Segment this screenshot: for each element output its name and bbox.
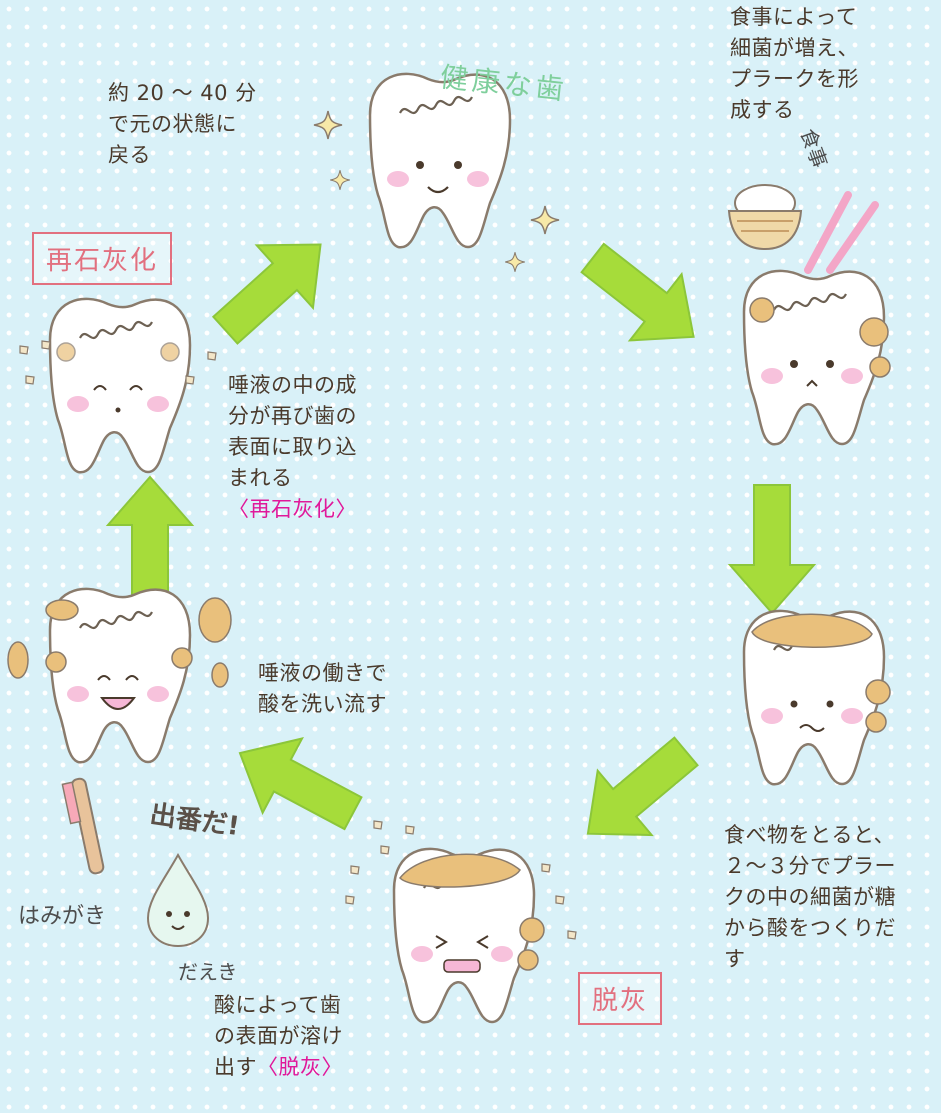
- arrow-top-right: [565, 223, 721, 371]
- step-reabsorb-tag: 〈再石灰化〉: [228, 497, 357, 521]
- tooth-healthy: [368, 72, 512, 249]
- sparkle-icon: [313, 110, 343, 140]
- demineralization-stamp: 脱灰: [578, 972, 663, 1025]
- saliva-drop-icon: [146, 852, 210, 948]
- step-wash-text: 唾液の働きで 酸を洗い流す: [258, 661, 387, 716]
- toothbrush-icon: [61, 777, 105, 875]
- arrow-top-left: [196, 212, 350, 363]
- tooth-plaque: [742, 269, 891, 446]
- arrow-left-up: [107, 476, 193, 606]
- chopsticks-icon: [804, 191, 879, 274]
- rice-bowl-icon: [727, 184, 803, 251]
- sparkle-icon: [530, 205, 560, 235]
- arrow-bottom-right: [559, 718, 714, 867]
- tooth-saliva: [45, 587, 193, 764]
- step-meal-text: 食事によって 細菌が増え、 プラークを形 成する: [730, 5, 859, 122]
- step-restore-text: 約 20 ～ 40 分 で元の状態に 戻る: [108, 81, 257, 167]
- arrow-bottom-left: [219, 714, 374, 852]
- step-reabsorb: 唾液の中の成 分が再び歯の 表面に取り込 まれる 〈再石灰化〉: [228, 370, 357, 525]
- sparkle-icon: [329, 169, 351, 191]
- arrow-right-down: [729, 484, 815, 614]
- step-acid-text: 食べ物をとると、 ２～３分でプラー クの中の細菌が糖 から酸をつくりだ す: [724, 823, 896, 971]
- step-dissolve-tag: 〈脱灰〉: [257, 1055, 343, 1079]
- plaque-flake-icon: [7, 597, 232, 688]
- saliva-label: だえき: [178, 960, 238, 984]
- remineralization-stamp: 再石灰化: [32, 232, 173, 285]
- step-dissolve-text: 酸によって歯 の表面が溶け 出す: [214, 993, 343, 1079]
- tooth-demineralized: [392, 847, 545, 1024]
- step-dissolve: 酸によって歯 の表面が溶け 出す〈脱灰〉: [214, 990, 343, 1083]
- tooth-acid: [742, 609, 891, 786]
- step-reabsorb-text: 唾液の中の成 分が再び歯の 表面に取り込 まれる: [228, 373, 357, 490]
- toothbrush-label: はみがき: [18, 904, 107, 929]
- sparkle-icon: [504, 251, 526, 273]
- tooth-remineralized: [48, 297, 192, 474]
